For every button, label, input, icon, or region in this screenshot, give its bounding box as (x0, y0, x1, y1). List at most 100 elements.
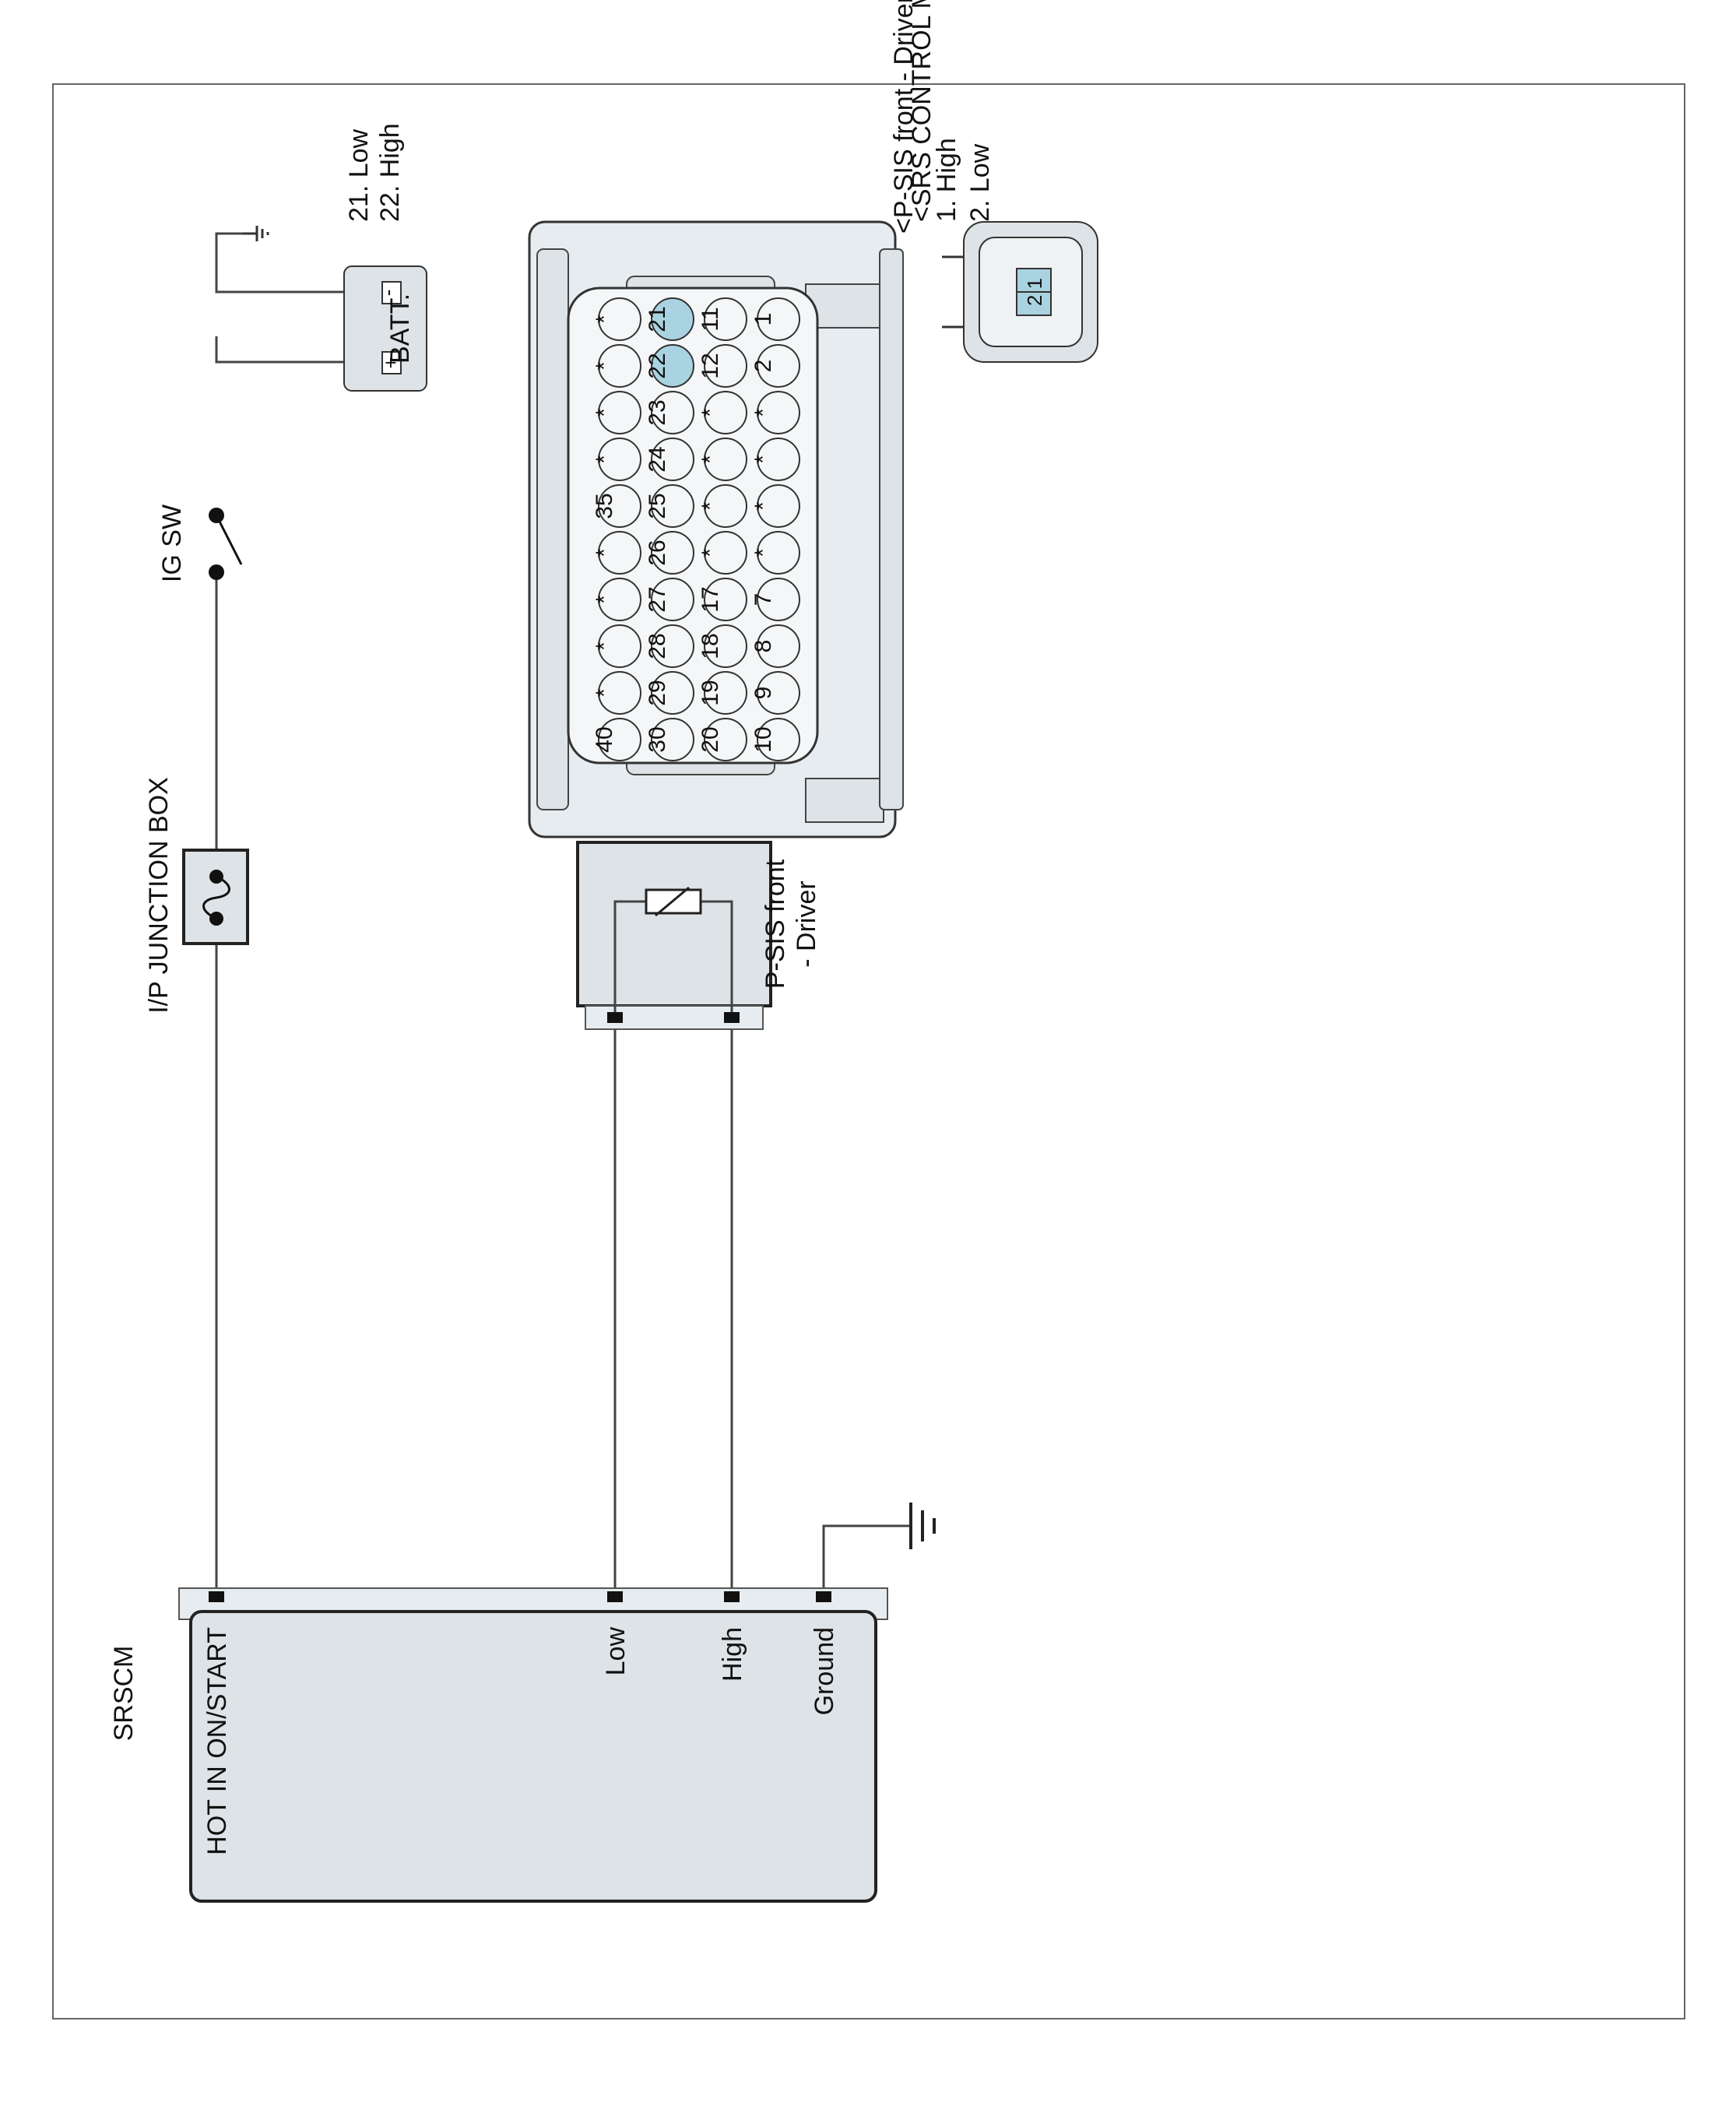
srs-pin-label: * (592, 315, 617, 324)
srs-pin-label: * (698, 501, 723, 511)
srscm-title: SRSCM (109, 1646, 139, 1742)
srs-pin-circle (651, 438, 694, 481)
srs-pin-circle (651, 578, 694, 621)
srs-pin-circle (598, 718, 641, 761)
srs-pin-label: * (750, 455, 776, 464)
srs-pin-circle (598, 484, 641, 528)
srs-pin-label: * (698, 548, 723, 557)
srs-pin-circle (704, 531, 747, 575)
srs-connector-title: <SRS CONTROL MODULE> (907, 0, 937, 222)
srs-pin-label: 8 (750, 640, 776, 653)
srs-pin-circle (598, 297, 641, 341)
srs-pin-circle (651, 344, 694, 388)
srs-pin-label: 9 (750, 687, 776, 700)
srs-pin-circle (757, 344, 800, 388)
srs-pin-circle (704, 671, 747, 715)
junction-box-label: I/P JUNCTION BOX (144, 777, 174, 1014)
battery-plus-sign: + (379, 357, 402, 368)
srs-pin-circle (704, 578, 747, 621)
ig-switch-label: IG SW (157, 504, 187, 582)
srs-pin-label: * (750, 408, 776, 417)
hot-wire (215, 336, 393, 1591)
srs-pin-circle (651, 718, 694, 761)
srs-pin-circle (704, 624, 747, 668)
psis-component: P-SIS front - Driver (576, 841, 821, 1030)
srscm-terminal-low (607, 1591, 623, 1602)
srs-pin-label: * (698, 408, 723, 417)
junction-box: I/P JUNCTION BOX (144, 777, 249, 1014)
srscm-pin-hot: HOT IN ON/START (202, 1627, 232, 1855)
srs-connector-pins: 10987****2120191817****12113029282726252… (592, 297, 800, 761)
srs-pin-circle (757, 297, 800, 341)
srs-pin-circle (598, 624, 641, 668)
psis-component-label-2: - Driver (792, 881, 821, 967)
psis-connector-view: 2 1 <P-SIS front - Driver> 1. High 2. Lo… (889, 0, 1098, 363)
srs-pin-label: 19 (698, 680, 723, 705)
srs-pin-label: * (592, 455, 617, 464)
battery-plus-terminal (381, 351, 402, 374)
srscm: HOT IN ON/START Low High Ground SRSCM (109, 1587, 888, 1903)
srs-pin-label: 26 (645, 540, 670, 565)
srs-pin-circle (704, 438, 747, 481)
srs-connector-legend-1: 21. Low (344, 128, 374, 222)
srs-pin-circle (704, 391, 747, 434)
srs-pin-circle (651, 624, 694, 668)
srs-pin-label: 7 (750, 593, 776, 606)
srs-pin-label: 22 (645, 353, 670, 378)
srs-pin-label: 28 (645, 633, 670, 659)
srs-pin-circle (757, 438, 800, 481)
srs-pin-label: 23 (645, 399, 670, 425)
srs-pin-label: 10 (750, 726, 776, 752)
srs-pin-label: 12 (698, 353, 723, 378)
srs-pin-circle (598, 531, 641, 575)
srs-pin-circle (598, 671, 641, 715)
srs-pin-label: * (698, 455, 723, 464)
psis-component-label-1: P-SIS front (761, 859, 790, 989)
srs-pin-label: 20 (698, 726, 723, 752)
psis-connector-legend-2: 2. Low (965, 143, 995, 222)
srscm-pin-high: High (718, 1627, 747, 1682)
srs-pin-circle (651, 531, 694, 575)
srs-pin-label: 25 (645, 493, 670, 518)
srs-pin-label: 21 (645, 306, 670, 332)
srs-pin-circle (598, 344, 641, 388)
psis-connector-legend-1: 1. High (932, 138, 961, 222)
srs-pin-label: * (592, 688, 617, 698)
battery-label: BATT. (385, 294, 415, 364)
battery-ground-symbol (243, 226, 269, 241)
srs-pin-circle (704, 297, 747, 341)
srs-pin-circle (757, 671, 800, 715)
battery-minus-terminal (381, 281, 402, 304)
srs-connector-legend-2: 22. High (375, 123, 405, 222)
battery: - + BATT. (343, 265, 427, 392)
battery-ground-wire (215, 232, 393, 294)
srs-connector-view: 10987****2120191817****12113029282726252… (344, 0, 937, 838)
srs-pin-circle (651, 671, 694, 715)
srs-pin-label: 24 (645, 446, 670, 472)
psis-terminal-low (607, 1012, 623, 1023)
srs-pin-circle (598, 438, 641, 481)
srs-pin-label: 27 (645, 586, 670, 612)
srs-pin-label: 35 (592, 493, 617, 518)
srscm-terminal-hot (209, 1591, 224, 1602)
srs-pin-label: * (750, 501, 776, 511)
psis-connector-title: <P-SIS front - Driver> (889, 0, 919, 234)
srs-pin-label: * (592, 361, 617, 371)
srs-pin-circle (598, 578, 641, 621)
srs-pin-label: * (592, 548, 617, 557)
srs-pin-circle (598, 391, 641, 434)
srs-pin-circle (757, 484, 800, 528)
srs-pin-circle (651, 297, 694, 341)
srs-pin-label: * (750, 548, 776, 557)
srscm-pin-low: Low (601, 1627, 631, 1676)
ground-wire (822, 1524, 911, 1591)
srs-pin-label: 1 (750, 313, 776, 326)
ig-switch: IG SW (157, 504, 243, 582)
srs-pin-label: * (592, 641, 617, 651)
srs-pin-circle (704, 344, 747, 388)
srs-pin-circle (651, 484, 694, 528)
srscm-pin-ground: Ground (810, 1627, 839, 1715)
srs-pin-label: * (592, 595, 617, 604)
srs-pin-circle (757, 624, 800, 668)
